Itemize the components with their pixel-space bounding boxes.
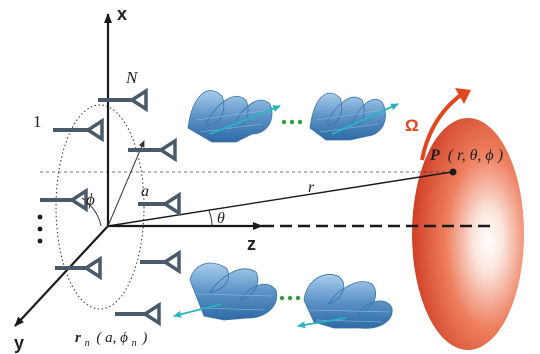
antenna-last-label: N: [125, 68, 139, 87]
antenna-first-label: 1: [33, 112, 42, 131]
radius-label: a: [141, 183, 149, 200]
element-coords: ( a, ϕ: [96, 330, 128, 346]
distance-label: r: [308, 179, 315, 196]
helix-beam-bottom-right: [297, 274, 393, 329]
azimuth-label: ϕ: [86, 190, 95, 209]
elevation-label: θ: [217, 210, 225, 227]
antenna-element-right-upper: [128, 137, 177, 163]
helix-beam-top-right: [309, 92, 399, 141]
rotation-arrow: [420, 92, 464, 161]
point-coords: ( r, θ, ϕ ): [448, 147, 503, 164]
antenna-element-1: [53, 117, 104, 143]
antenna-element-n: [98, 87, 148, 113]
helix-ellipsis-dots-top: [281, 119, 303, 125]
radius-vector: [107, 140, 145, 227]
element-position-label: r n ( a, ϕ n ): [75, 330, 147, 350]
element-coords-close: ): [141, 330, 147, 346]
array-ring: [55, 104, 145, 310]
helix-ellipsis-dots-bottom: [279, 295, 301, 301]
antenna-element-left-middle: [40, 187, 88, 213]
element-name: r: [75, 330, 81, 346]
x-axis-label: x: [117, 4, 127, 24]
y-axis-label: y: [14, 333, 24, 353]
element-coords-subscript: n: [132, 338, 137, 349]
y-axis: [14, 225, 109, 327]
z-axis-label: z: [247, 234, 256, 254]
elevation-angle-arc: [208, 210, 213, 227]
helix-beam-top-left: [187, 90, 281, 143]
array-ellipsis-dots: [37, 214, 43, 244]
element-subscript: n: [85, 338, 90, 349]
antenna-element-right-middle: [138, 191, 181, 217]
target-ellipse: [412, 118, 524, 350]
antenna-element-right-lower: [140, 249, 181, 275]
antenna-element-left-lower: [55, 255, 102, 281]
distance-vector: [107, 171, 453, 227]
rotation-arrowhead: [455, 88, 471, 104]
helix-beam-bottom-left: [173, 262, 278, 321]
point-label: P ( r, θ, ϕ ): [429, 147, 503, 164]
point-name: P: [429, 147, 440, 164]
rotation-label: Ω: [405, 116, 419, 135]
point-p-marker: [449, 168, 457, 176]
antenna-element-bottom: [115, 301, 161, 327]
